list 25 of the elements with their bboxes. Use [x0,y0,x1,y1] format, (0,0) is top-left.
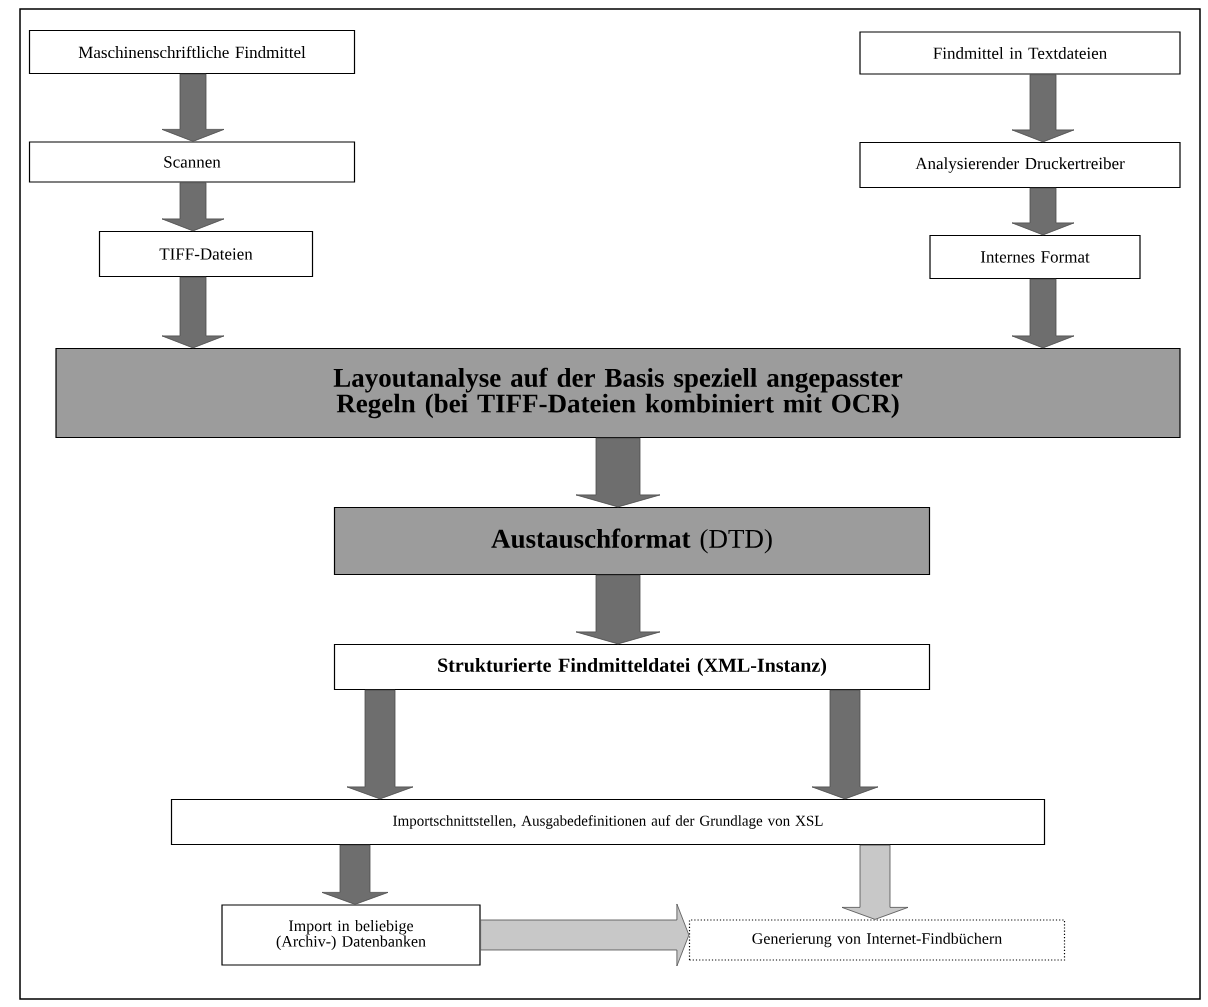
block-arrow [161,73,225,142]
process-box: Findmittel in Textdateien [859,31,1181,75]
process-box: Import in beliebige (Archiv-) Datenbanken [221,904,481,966]
block-arrow [1011,278,1075,349]
process-box: Austauschformat (DTD) [333,506,931,576]
process-box: Scannen [28,141,356,183]
block-arrow [811,689,879,800]
block-arrow [1011,74,1075,143]
block-arrow [575,574,661,645]
process-box: Importschnittstellen, Ausgabedefinitionen auf der Grundlage von XSL [170,798,1046,846]
block-arrow [161,276,225,349]
block-arrow [161,182,225,232]
block-arrow [321,844,389,905]
block-arrow [575,437,661,508]
block-arrow [346,689,414,800]
process-box: Strukturierte Findmitteldatei (XML-Instanz) [333,643,931,691]
process-box: Layoutanalyse auf der Basis speziell angepasster Regeln (bei TIFF-Dateien kombiniert mit OCR) [55,347,1181,439]
block-arrow [480,903,690,967]
process-box: Internes Format [929,234,1141,280]
block-arrow [1011,187,1075,236]
output-box: Generierung von Internet-Findbüchern [688,919,1066,961]
process-box: Analysierender Druckertreiber [859,141,1181,189]
block-arrow [841,844,909,920]
process-box: TIFF-Dateien [98,230,314,278]
process-box: Maschinenschriftliche Findmittel [28,29,356,75]
